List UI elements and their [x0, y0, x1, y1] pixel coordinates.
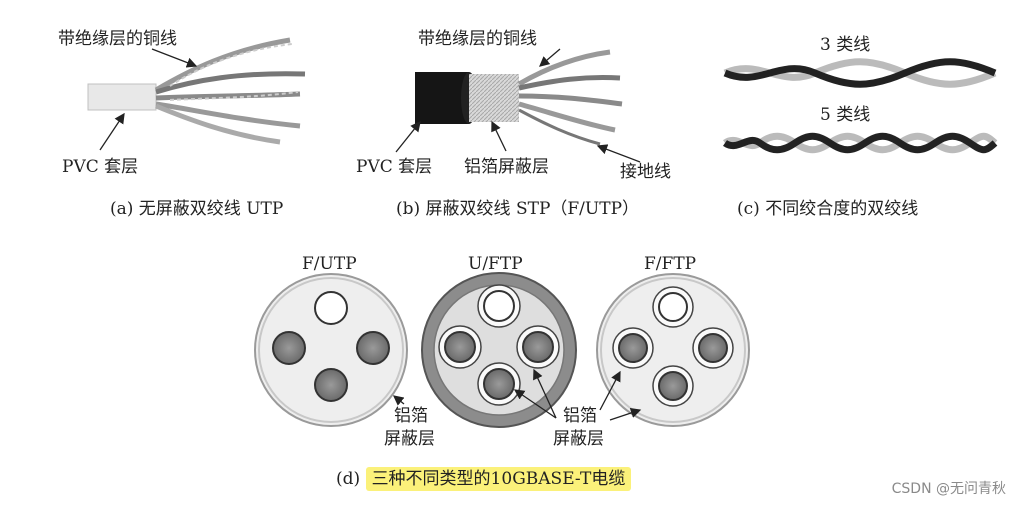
stp-jacket-label: PVC 套层: [356, 157, 433, 177]
watermark: CSDN @无问青秋: [891, 481, 1006, 497]
uftp-cross-section: [421, 272, 577, 428]
caption-a: (a) 无屏蔽双绞线 UTP: [110, 199, 284, 219]
utp-cable: [87, 37, 306, 145]
stp-foil-label: 铝箔屏蔽层: [464, 157, 549, 177]
foil-label-right-line2: 屏蔽层: [553, 429, 604, 449]
stp-conductor-label: 带绝缘层的铜线: [418, 29, 537, 49]
fftp-cross-section: [596, 273, 750, 427]
caption-c: (c) 不同绞合度的双绞线: [737, 199, 919, 219]
cat5-wire: [723, 132, 998, 154]
caption-d-prefix: (d): [336, 469, 361, 489]
caption-d-highlight: 三种不同类型的10GBASE-T电缆: [365, 467, 632, 491]
foil-label-right-line1: 铝箔: [563, 406, 597, 426]
uftp-title: U/FTP: [468, 254, 523, 274]
caption-b: (b) 屏蔽双绞线 STP（F/UTP）: [396, 199, 640, 219]
cat3-label: 3 类线: [820, 35, 871, 55]
futp-cross-section: [254, 273, 408, 427]
foil-label-left-line1: 铝箔: [394, 406, 428, 426]
utp-conductor-label: 带绝缘层的铜线: [58, 29, 177, 49]
cat3-wire: [723, 58, 997, 88]
futp-title: F/UTP: [302, 254, 357, 274]
cat5-label: 5 类线: [820, 105, 871, 125]
caption-d: (d) 三种不同类型的10GBASE-T电缆: [336, 467, 632, 491]
foil-label-left-line2: 屏蔽层: [384, 429, 435, 449]
stp-ground-label: 接地线: [620, 162, 671, 182]
utp-jacket-label: PVC 套层: [62, 157, 139, 177]
fftp-title: F/FTP: [644, 254, 697, 274]
stp-cable: [415, 49, 623, 146]
